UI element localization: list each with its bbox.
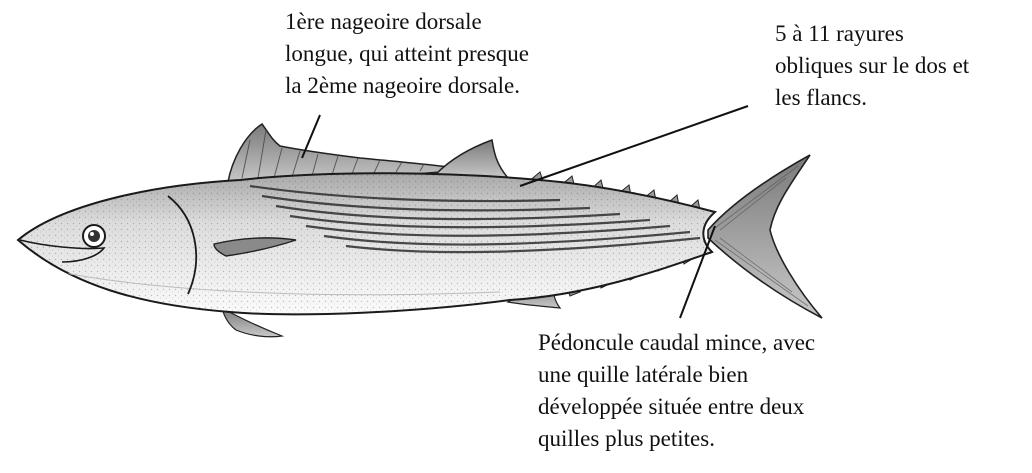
caudal-peduncle-annotation-line: une quille latérale bien bbox=[538, 359, 815, 391]
stripes-annotation: 5 à 11 rayures obliques sur le dos et le… bbox=[775, 18, 969, 114]
stripes-annotation-line: obliques sur le dos et bbox=[775, 50, 969, 82]
stripes-annotation-line: 5 à 11 rayures bbox=[775, 18, 969, 50]
dorsal-fin-annotation: 1ère nageoire dorsale longue, qui attein… bbox=[285, 6, 529, 102]
caudal-peduncle-annotation-line: quilles plus petites. bbox=[538, 423, 815, 455]
dorsal-fin-annotation-line: la 2ème nageoire dorsale. bbox=[285, 70, 529, 102]
caudal-fin bbox=[708, 155, 822, 318]
caudal-peduncle-annotation-line: développée située entre deux bbox=[538, 391, 815, 423]
caudal-peduncle-annotation-line: Pédoncule caudal mince, avec bbox=[538, 327, 815, 359]
caudal-peduncle-annotation: Pédoncule caudal mince, avec une quille … bbox=[538, 327, 815, 455]
dorsal-fin-annotation-line: longue, qui atteint presque bbox=[285, 38, 529, 70]
stripes-leader-line bbox=[520, 106, 748, 186]
dorsal-fin-annotation-line: 1ère nageoire dorsale bbox=[285, 6, 529, 38]
second-dorsal-fin bbox=[436, 140, 508, 178]
stripes-annotation-line: les flancs. bbox=[775, 82, 969, 114]
